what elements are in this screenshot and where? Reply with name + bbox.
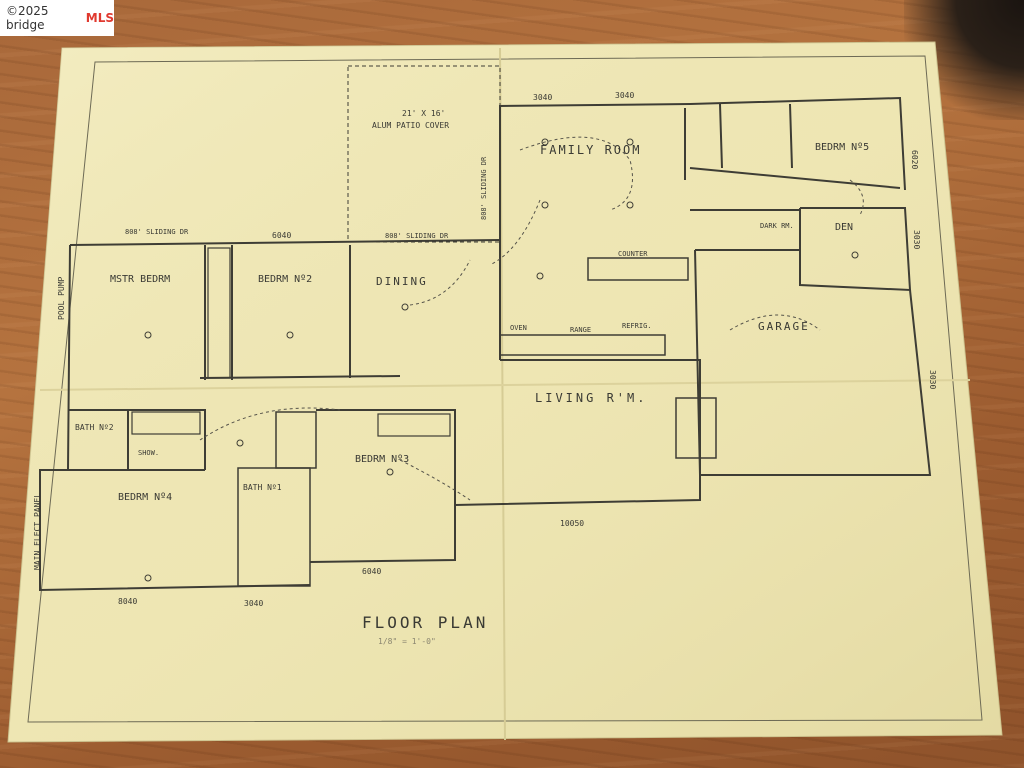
room-living: LIVING R'M. — [535, 391, 647, 405]
patio-label: ALUM PATIO COVER — [372, 121, 449, 130]
wiring-lines — [199, 136, 864, 501]
room-bedrm4: BEDRM Nº4 — [118, 492, 172, 503]
room-bath1: BATH Nº1 — [243, 483, 282, 492]
shower-label: SHOW. — [138, 449, 159, 457]
oven-label: OVEN — [510, 324, 527, 332]
room-den: DEN — [835, 222, 853, 233]
dim-right1: 6020 — [910, 150, 919, 169]
sliding-dining: 808' SLIDING DR — [385, 232, 449, 240]
patio-size: 21' X 16' — [402, 109, 445, 118]
room-family: FAMILY ROOM — [540, 143, 641, 157]
dim-bottom3: 6040 — [362, 567, 381, 576]
refrig-label: REFRIG. — [622, 322, 652, 330]
dim-right3: 3030 — [928, 370, 937, 389]
pump-label: POOL PUMP — [57, 276, 66, 320]
room-bedrm2: BEDRM Nº2 — [258, 274, 312, 285]
sliding-left: 808' SLIDING DR — [125, 228, 189, 236]
elect-label: MAIN ELECT PANEL — [33, 493, 42, 570]
room-bath2: BATH Nº2 — [75, 423, 114, 432]
room-bedrm3: BEDRM Nº3 — [355, 454, 409, 465]
room-dining: DINING — [376, 275, 428, 288]
dim-bottom1: 8040 — [118, 597, 137, 606]
light-fixtures — [144, 138, 859, 582]
dim-bottom2: 3040 — [244, 599, 263, 608]
dim-top2: 3040 — [615, 91, 634, 100]
range-label: RANGE — [570, 326, 591, 334]
room-garage: GARAGE — [758, 320, 810, 333]
dim-right2: 3030 — [912, 230, 921, 249]
plan-labels: FAMILY ROOM BEDRM Nº5 DEN GARAGE LIVING … — [33, 91, 937, 646]
counter-label: COUNTER — [618, 250, 648, 258]
dim-top1: 3040 — [533, 93, 552, 102]
watermark-prefix: ©2025 bridge — [6, 4, 49, 32]
sliding-family: 808' SLIDING DR — [480, 156, 488, 220]
watermark-brand: MLS — [85, 11, 114, 25]
plan-scale: 1/8" = 1'-0" — [378, 637, 436, 646]
bridgemls-watermark: ©2025 bridge MLS — [0, 0, 114, 36]
darkrm-label: DARK RM. — [760, 222, 794, 230]
dim-mid-top: 6040 — [272, 231, 291, 240]
dim-living-bottom: 10050 — [560, 519, 584, 528]
room-bedrm5: BEDRM Nº5 — [815, 142, 869, 153]
room-mstr: MSTR BEDRM — [110, 274, 170, 285]
plan-walls — [39, 65, 932, 592]
plan-title: FLOOR PLAN — [362, 613, 488, 632]
